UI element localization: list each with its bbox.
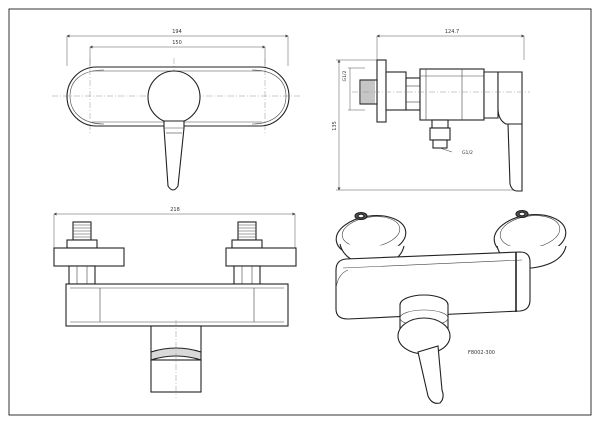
inlet-thread-label: G1/2 xyxy=(342,70,348,81)
iso-handle xyxy=(397,294,451,404)
left-inlet xyxy=(53,221,125,285)
side-view: 124.7 135 G1/2 xyxy=(332,29,530,192)
sheet-border xyxy=(8,8,592,416)
model-code: F8002-300 xyxy=(468,350,495,356)
dim-overall-width: 194 xyxy=(172,29,182,35)
outlet-thread-label: G1/2 xyxy=(462,150,473,156)
bottom-view: 218 xyxy=(53,207,297,398)
dim-depth: 124.7 xyxy=(445,29,459,35)
right-inlet xyxy=(225,221,297,285)
iso-body xyxy=(335,251,531,320)
dim-span: 218 xyxy=(170,207,180,213)
isometric-view xyxy=(335,209,567,404)
dim-centre-distance: 150 xyxy=(172,40,182,46)
front-view: 194 150 xyxy=(52,29,300,191)
dim-height: 135 xyxy=(332,121,338,131)
